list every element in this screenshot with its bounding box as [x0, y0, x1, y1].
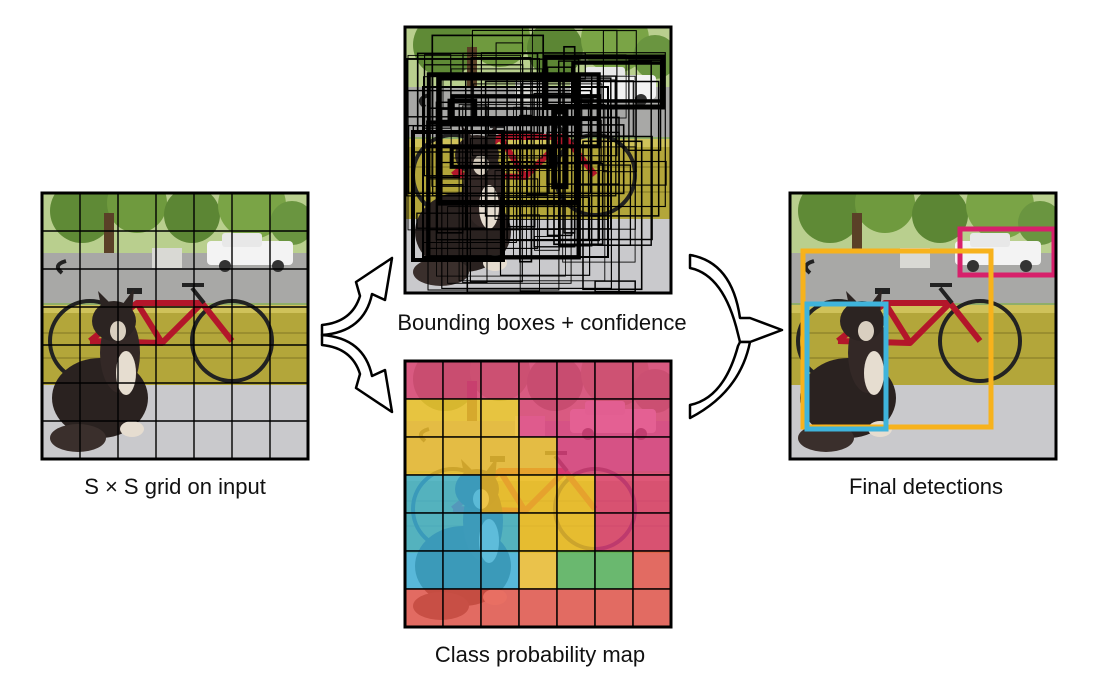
class-cell-red — [405, 588, 444, 627]
class-cell-blue — [442, 512, 482, 552]
final-detections-panel — [788, 171, 1062, 461]
class-probability-panel — [403, 359, 673, 629]
candidate-box — [424, 54, 452, 129]
class-cell-blue — [405, 474, 444, 514]
class-probability-cells — [405, 361, 671, 627]
class-cell-yellow — [442, 436, 482, 476]
class-cell-blue — [480, 550, 520, 590]
candidate-box — [563, 45, 576, 234]
class-cell-pink — [594, 512, 634, 552]
class-cell-pink — [594, 436, 634, 476]
class-cell-yellow — [518, 512, 558, 552]
class-cell-yellow — [480, 474, 520, 514]
dog-detection-box — [804, 301, 889, 432]
input-panel-border — [40, 191, 310, 461]
class-cell-yellow — [405, 398, 444, 438]
class-cell-red — [442, 588, 482, 627]
curved-merge-arrow-icon — [688, 253, 784, 420]
class-cell-pink — [632, 512, 671, 552]
class-cell-yellow — [518, 474, 558, 514]
class-cell-green — [556, 550, 596, 590]
class-cell-blue — [405, 512, 444, 552]
class-cell-pink — [632, 398, 671, 438]
input-grid-panel — [40, 171, 314, 461]
candidate-box — [442, 79, 616, 110]
class-cell-red — [518, 588, 558, 627]
boxes-caption: Bounding boxes + confidence — [397, 310, 686, 335]
curved-split-arrow-icon — [320, 256, 394, 414]
class-cell-pink — [405, 361, 444, 400]
candidate-box — [471, 29, 618, 157]
final-caption: Final detections — [849, 474, 1003, 499]
class-cell-pink — [632, 361, 671, 400]
boxes-panel-border — [403, 25, 673, 295]
candidate-box — [495, 42, 524, 134]
final-photo — [790, 171, 1062, 459]
class-cell-pink — [556, 361, 596, 400]
final-panel-border — [788, 191, 1058, 461]
class-cell-red — [480, 588, 520, 627]
candidate-box-strong — [571, 61, 665, 103]
candidate-box — [513, 106, 527, 260]
bounding-boxes-panel — [403, 25, 673, 295]
candidate-box — [436, 184, 464, 234]
class-cell-red — [594, 588, 634, 627]
class-cell-blue — [405, 550, 444, 590]
class-cell-pink — [556, 398, 596, 438]
bicycle-detection-box — [800, 248, 994, 430]
class-cell-yellow — [405, 436, 444, 476]
classmap-caption: Class probability map — [435, 642, 645, 667]
class-cell-yellow — [480, 436, 520, 476]
class-cell-pink — [556, 436, 596, 476]
candidate-box — [526, 137, 549, 196]
class-cell-blue — [442, 550, 482, 590]
class-cell-red — [632, 550, 671, 590]
class-cell-green — [594, 550, 634, 590]
class-cell-red — [556, 588, 596, 627]
candidate-box — [480, 52, 666, 208]
class-cell-yellow — [556, 474, 596, 514]
class-cell-pink — [632, 474, 671, 514]
class-cell-yellow — [518, 436, 558, 476]
class-cell-red — [632, 588, 671, 627]
class-cell-yellow — [518, 550, 558, 590]
class-cell-pink — [594, 398, 634, 438]
class-cell-pink — [518, 398, 558, 438]
input-photo — [42, 171, 314, 459]
candidate-box — [562, 75, 636, 263]
candidate-box — [597, 164, 632, 246]
class-cell-pink — [594, 474, 634, 514]
class-cell-yellow — [480, 398, 520, 438]
class-cell-pink — [442, 361, 482, 400]
classmap-panel-border — [403, 359, 673, 629]
candidate-box-strong — [411, 130, 505, 262]
class-cell-blue — [480, 512, 520, 552]
candidate-box — [499, 196, 591, 276]
class-cell-pink — [480, 361, 520, 400]
candidate-box — [407, 124, 550, 194]
class-cell-pink — [594, 361, 634, 400]
input-grid-lines — [42, 193, 308, 459]
candidate-box-strong — [422, 86, 609, 258]
input-caption: S × S grid on input — [84, 474, 266, 499]
candidate-boxes — [406, 27, 667, 293]
candidate-box — [469, 137, 523, 283]
class-cell-yellow — [556, 512, 596, 552]
class-cell-pink — [518, 361, 558, 400]
class-cell-blue — [442, 474, 482, 514]
candidate-box — [519, 114, 533, 263]
candidate-box — [519, 214, 540, 292]
candidate-box — [416, 212, 488, 229]
class-cell-pink — [632, 436, 671, 476]
class-cell-yellow — [442, 398, 482, 438]
